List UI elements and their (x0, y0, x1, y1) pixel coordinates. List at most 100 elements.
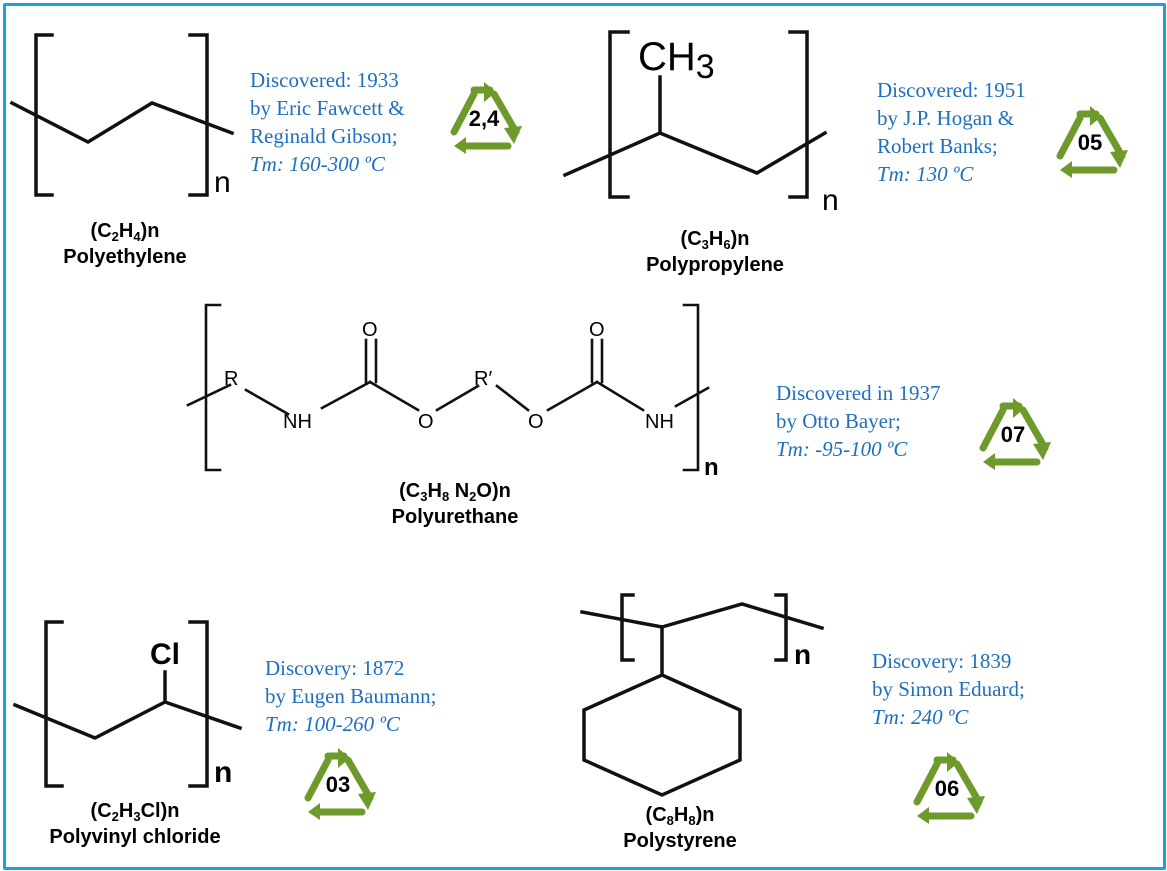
polystyrene-discovered: Discovery: 1839 (872, 649, 1012, 673)
recycle-arrowhead-right (967, 796, 985, 814)
polyethylene-name: Polyethylene (63, 246, 187, 268)
recycle-icon (979, 398, 1051, 470)
pvc-structure (12, 620, 243, 788)
polypropylene-chain (562, 130, 828, 178)
polypropylene-discovered: Discovered: 1951 (877, 78, 1026, 102)
polystyrene-brackets (620, 593, 635, 662)
pvc-formula: (C2H3Cl)n (90, 800, 180, 824)
recycle-arrow-left (450, 90, 478, 136)
recycle-arrowhead-bottom (1060, 161, 1072, 178)
polypropylene-name: Polypropylene (646, 254, 784, 276)
recycle-badge-polyethylene: 2,4 (444, 82, 524, 154)
recycle-arrowhead-bottom (308, 803, 320, 820)
pvc-tm: Tm: 100-260 ºC (265, 712, 400, 736)
recycle-code: 05 (1077, 130, 1103, 155)
polypropylene-caption: (C3H6)n Polypropylene (620, 226, 810, 278)
recycle-arrowhead-top (1013, 398, 1025, 418)
polyethylene-caption: (C2H4)n Polyethylene (40, 218, 210, 270)
polypropylene-tm: Tm: 130 ºC (877, 162, 974, 186)
polystyrene-by-1: by Simon Eduard; (872, 677, 1025, 701)
polyethylene-info: Discovered: 1933 by Eric Fawcett & Regin… (250, 66, 405, 178)
polypropylene-brackets (608, 30, 630, 199)
polyurethane-brackets (204, 303, 222, 472)
recycle-arrow-left (304, 756, 332, 802)
recycle-badge-polyurethane: 07 (973, 398, 1053, 470)
polypropylene-formula: (C3H6)n (680, 228, 750, 252)
recycle-arrowhead-bottom (917, 807, 929, 824)
polypropylene-substituent: CH3 (638, 35, 715, 86)
polypropylene-by-2: Robert Banks; (877, 134, 998, 158)
polyethylene-repeat-n: n (214, 166, 231, 199)
recycle-arrowhead-right (504, 126, 522, 144)
polyurethane-structure (186, 303, 710, 472)
polyethylene-by-1: by Eric Fawcett & (250, 96, 405, 120)
atom-r-prime: R′ (474, 368, 492, 390)
polyethylene-formula: (C2H4)n (90, 220, 160, 244)
polypropylene-info: Discovered: 1951 by J.P. Hogan & Robert … (877, 76, 1026, 188)
polyurethane-by-1: by Otto Bayer; (776, 409, 901, 433)
polystyrene-repeat-n: n (794, 639, 811, 670)
recycle-arrowhead-right (358, 792, 376, 810)
polyurethane-caption: (C3H8 N2O)n Polyurethane (355, 478, 555, 530)
recycle-icon (304, 748, 376, 820)
recycle-icon (450, 82, 522, 154)
polyethylene-structure (9, 33, 235, 197)
atom-o-left: O (418, 411, 434, 433)
recycle-badge-polystyrene: 06 (907, 752, 987, 824)
polyethylene-by-2: Reginald Gibson; (250, 124, 398, 148)
polyurethane-discovered: Discovered in 1937 (776, 381, 941, 405)
polypropylene-repeat-n: n (822, 184, 839, 217)
recycle-arrowhead-right (1110, 150, 1128, 168)
pvc-repeat-n: n (214, 756, 232, 789)
recycle-code: 07 (1000, 422, 1026, 447)
recycle-arrowhead-top (1090, 106, 1102, 126)
polyethylene-discovered: Discovered: 1933 (250, 68, 399, 92)
polystyrene-caption: (C8H8)n Polystyrene (590, 802, 770, 854)
recycle-arrow-right (344, 756, 374, 802)
polystyrene-structure (579, 593, 825, 797)
polypropylene-by-1: by J.P. Hogan & (877, 106, 1015, 130)
recycle-code: 06 (934, 776, 960, 801)
recycle-arrow-left (913, 760, 941, 806)
atom-nh-left: NH (283, 411, 312, 433)
polystyrene-formula: (C8H8)n (645, 804, 715, 828)
polyethylene-chain (9, 100, 235, 145)
recycle-arrowhead-bottom (454, 137, 466, 154)
polypropylene-structure (562, 30, 828, 199)
recycle-arrow-right (953, 760, 983, 806)
recycle-arrow-right (1096, 114, 1126, 160)
recycle-badge-polypropylene: 05 (1050, 106, 1130, 178)
polyurethane-info: Discovered in 1937 by Otto Bayer; Tm: -9… (776, 379, 940, 463)
polyurethane-repeat-n: n (704, 454, 719, 481)
pvc-discovered: Discovery: 1872 (265, 656, 405, 680)
pvc-brackets (44, 620, 64, 788)
atom-o-top-right: O (589, 319, 605, 341)
recycle-arrow-right (1019, 406, 1049, 452)
recycle-badge-pvc: 03 (298, 748, 378, 820)
recycle-arrow-left (1056, 114, 1084, 160)
polystyrene-name: Polystyrene (623, 830, 737, 852)
polyurethane-name: Polyurethane (391, 506, 519, 528)
recycle-icon (913, 752, 985, 824)
recycle-icon (1056, 106, 1128, 178)
atom-r: R (224, 368, 238, 390)
recycle-code: 2,4 (468, 106, 500, 131)
recycle-arrowhead-bottom (983, 453, 995, 470)
polystyrene-chain (579, 602, 825, 631)
pvc-substituent: Cl (150, 638, 180, 671)
pvc-name: Polyvinyl chloride (49, 826, 221, 848)
recycle-arrowhead-top (484, 82, 496, 102)
polyurethane-tm: Tm: -95-100 ºC (776, 437, 908, 461)
recycle-code: 03 (325, 772, 351, 797)
recycle-arrowhead-right (1033, 442, 1051, 460)
recycle-arrowhead-top (338, 748, 350, 768)
polystyrene-tm: Tm: 240 ºC (872, 705, 969, 729)
atom-o-top-left: O (362, 319, 378, 341)
polystyrene-info: Discovery: 1839 by Simon Eduard; Tm: 240… (872, 647, 1025, 731)
recycle-arrowhead-top (947, 752, 959, 772)
recycle-arrow-right (490, 90, 520, 136)
atom-nh-right: NH (645, 411, 674, 433)
recycle-arrow-left (979, 406, 1007, 452)
pvc-chain (12, 700, 243, 740)
